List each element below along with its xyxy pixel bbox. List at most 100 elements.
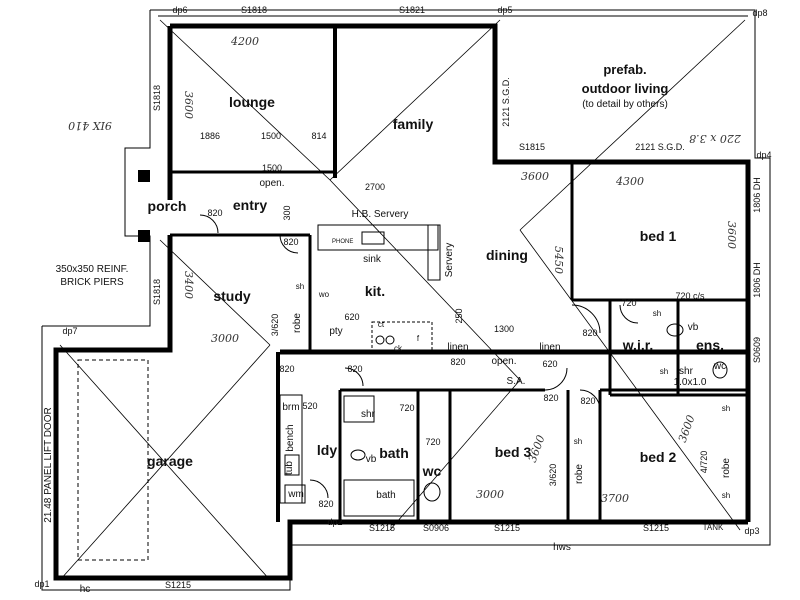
window-s1215-bed3: S1215 (494, 523, 520, 533)
label-servery: Servery (444, 243, 455, 277)
downpipe-dp8: dp8 (752, 8, 767, 18)
dim-820-ldy: 820 (347, 364, 362, 374)
window-s1215-garage: S1215 (165, 580, 191, 590)
dim-520: 520 (302, 401, 317, 411)
label-hc: hc (80, 584, 91, 595)
label-open-2: open. (491, 356, 516, 367)
label-hb-servery: H.B. Servery (352, 209, 409, 220)
window-s1818-top: S1818 (241, 5, 267, 15)
dim-1500-a: 1500 (261, 131, 281, 141)
dim-1500-b: 1500 (262, 163, 282, 173)
label-robe-study: robe (292, 313, 303, 333)
garage-door-outline (77, 359, 149, 561)
label-wc-ens: wc (713, 361, 726, 372)
label-garage-door: 21.48 PANEL LIFT DOOR (43, 407, 54, 522)
dim-814: 814 (311, 131, 326, 141)
note-lounge-top: 4200 (230, 35, 259, 48)
window-s0609: S0609 (752, 337, 762, 363)
dim-3620-study: 3/620 (270, 314, 280, 337)
dim-1300: 1300 (494, 324, 514, 334)
dim-720-bath: 720 (399, 403, 414, 413)
dim-820-entry: 820 (283, 237, 298, 247)
room-wc: wc (422, 463, 442, 479)
label-shelf-6: sh (722, 491, 730, 500)
room-laundry: ldy (317, 442, 337, 458)
label-hws: hws (553, 542, 571, 553)
fixtures (279, 323, 728, 517)
label-tub: tub (284, 461, 295, 475)
window-s1815: S1815 (519, 142, 545, 152)
external-walls (53, 23, 751, 581)
dim-620-kit: 620 (344, 312, 359, 322)
dim-620-linen: 620 (542, 359, 557, 369)
dim-820-porch: 820 (207, 208, 222, 218)
label-linen-2: linen (539, 342, 560, 353)
outdoor-note: (to detail by others) (582, 99, 668, 110)
room-bath: bath (379, 445, 409, 461)
downpipe-dp4: dp4 (756, 150, 771, 160)
dim-300: 300 (282, 205, 292, 220)
dim-4720-bed2: 4/720 (699, 451, 709, 474)
window-s0906: S0906 (423, 523, 449, 533)
dim-820-bed3: 820 (543, 393, 558, 403)
room-bed2: bed 2 (640, 449, 677, 465)
window-s1821-top: S1821 (399, 5, 425, 15)
note-dining-side: 5450 (552, 246, 565, 274)
room-ensuite: ens. (696, 337, 724, 353)
roof-outline (41, 9, 771, 591)
outdoor-title-1: prefab. (603, 62, 646, 77)
dim-720-wc: 720 (425, 437, 440, 447)
room-entry: entry (233, 197, 267, 213)
label-shelf-1: sh (296, 282, 304, 291)
label-shower-ens-size: 1.0x1.0 (674, 377, 707, 388)
dim-3620-bed3: 3/620 (548, 464, 558, 487)
label-pantry: pty (329, 326, 342, 337)
note-study-side: 3400 (182, 271, 195, 299)
dim-720-wir: 720 (621, 298, 636, 308)
label-cooktop-ct: ct (378, 320, 385, 329)
downpipe-dp2: dp2 (327, 517, 342, 527)
window-sgd-horizontal: 2121 S.G.D. (635, 142, 685, 152)
note-bed3-bottom: 3000 (476, 488, 504, 501)
room-family: family (393, 116, 434, 132)
label-robe-bed2: robe (721, 458, 732, 478)
label-shelf-3: sh (660, 367, 668, 376)
downpipe-dp6: dp6 (172, 5, 187, 15)
label-bath-tub: bath (376, 490, 395, 501)
label-shelf-4: sh (574, 437, 582, 446)
dim-2700: 2700 (365, 182, 385, 192)
label-fridge: f (417, 334, 420, 343)
room-garage: garage (147, 453, 193, 469)
label-brick-piers-1: 350x350 REINF. (56, 264, 129, 275)
window-s1818-left: S1818 (152, 85, 162, 111)
dim-820-garage: 820 (279, 364, 294, 374)
note-bed2-bottom: 3700 (601, 492, 629, 505)
window-sgd-vertical: 2121 S.G.D. (501, 77, 511, 127)
dim-250: 250 (454, 308, 464, 323)
window-dh-1806-b: 1806 DH (752, 262, 762, 298)
label-vanity-ens: vb (688, 322, 699, 333)
downpipe-dp7: dp7 (62, 326, 77, 336)
label-phone: PHONE (332, 239, 353, 245)
room-bed3: bed 3 (495, 444, 532, 460)
downpipe-dp5: dp5 (497, 5, 512, 15)
label-tank: TANK (703, 523, 724, 532)
note-outdoor: 220 x 3.8 (689, 132, 742, 145)
label-brick-piers-2: BRICK PIERS (60, 277, 124, 288)
kitchen-counters (317, 224, 441, 351)
window-s1215-ldy: S1215 (369, 523, 395, 533)
label-bench: bench (285, 424, 296, 451)
downpipe-dp3: dp3 (744, 526, 759, 536)
dim-1886: 1886 (200, 131, 220, 141)
note-bed1-top: 4300 (615, 175, 644, 188)
label-wall-oven: wo (318, 290, 330, 299)
label-linen-1: linen (447, 342, 468, 353)
dim-820-ldy-out: 820 (318, 499, 333, 509)
dim-720-cs: 720 c/s (675, 291, 705, 301)
label-sa: S.A. (507, 376, 526, 387)
room-kitchen: kit. (365, 283, 385, 299)
note-study-bottom: 3000 (211, 332, 239, 345)
porch-piers (138, 170, 150, 242)
note-lounge-side: 3600 (182, 91, 195, 119)
